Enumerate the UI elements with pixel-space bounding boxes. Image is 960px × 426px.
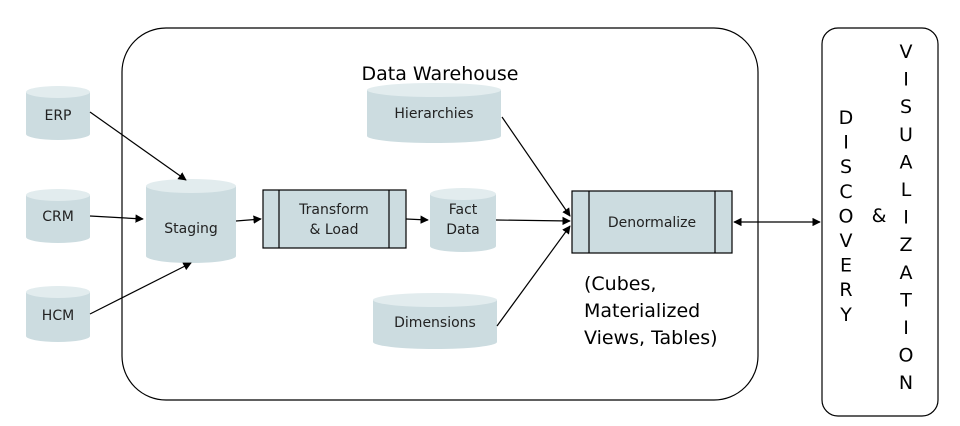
discovery-letter: I xyxy=(843,132,849,154)
visualization-letter: V xyxy=(900,41,913,63)
denormalize-box: Denormalize xyxy=(571,190,733,254)
staging-node: Staging xyxy=(146,179,236,263)
fact-data-node: Fact Data xyxy=(430,188,496,252)
hierarchies-label: Hierarchies xyxy=(394,106,473,122)
visualization-letter: I xyxy=(903,207,909,229)
transform-label-line1: Transform xyxy=(298,202,369,218)
staging-label: Staging xyxy=(164,221,218,237)
discovery-letter: Y xyxy=(839,304,852,326)
hierarchies-node: Hierarchies xyxy=(367,83,501,143)
denormalize-note: (Cubes, Materialized Views, Tables) xyxy=(584,273,718,349)
visualization-letter: N xyxy=(899,372,913,394)
arrow-crm-staging xyxy=(89,214,144,223)
denormalize-label: Denormalize xyxy=(608,215,696,231)
visualization-letter: A xyxy=(900,151,913,173)
arrow-erp-staging xyxy=(89,111,187,181)
visualization-letter: T xyxy=(899,289,912,311)
arrow-dimensions-denormalize xyxy=(496,225,571,327)
fact-label-line1: Fact xyxy=(449,202,478,218)
data-warehouse-container xyxy=(121,27,759,401)
ampersand: & xyxy=(872,205,887,227)
transform-label-line2: & Load xyxy=(310,222,359,238)
arrow-fact-denormalize xyxy=(495,216,571,226)
arrow-transform-fact xyxy=(405,215,429,224)
data-warehouse-title: Data Warehouse xyxy=(361,63,518,85)
erp-label: ERP xyxy=(44,108,71,124)
hcm-label: HCM xyxy=(42,308,74,324)
visualization-letter: O xyxy=(899,345,914,367)
visualization-letter: U xyxy=(899,124,913,146)
visualization-letter: I xyxy=(903,69,909,91)
discovery-letter: V xyxy=(840,230,853,252)
arrow-staging-transform xyxy=(235,215,262,224)
visualization-letter: L xyxy=(901,179,912,201)
discovery-letter: R xyxy=(839,279,852,301)
discovery-letter: O xyxy=(839,205,854,227)
dimensions-node: Dimensions xyxy=(373,293,497,349)
visualization-letter: A xyxy=(900,262,913,284)
dimensions-label: Dimensions xyxy=(394,315,476,331)
visualization-letter: S xyxy=(900,96,912,118)
discovery-visualization-panel xyxy=(821,27,939,417)
visualization-letter: Z xyxy=(899,234,912,256)
arrow-hcm-staging xyxy=(89,262,192,315)
arrow-hierarchies-denormalize xyxy=(501,116,571,217)
erp-source: ERP xyxy=(26,86,90,140)
note-line3: Views, Tables) xyxy=(584,327,718,349)
transform-load-box: Transform & Load xyxy=(262,189,407,249)
discovery-letter: C xyxy=(839,181,852,203)
discovery-letter: S xyxy=(840,156,852,178)
fact-label-line2: Data xyxy=(446,222,479,238)
discovery-letter: E xyxy=(840,255,852,277)
discovery-letter: D xyxy=(839,107,854,129)
visualization-letter: I xyxy=(903,317,909,339)
note-line1: (Cubes, xyxy=(584,273,656,295)
hcm-source: HCM xyxy=(26,286,90,342)
note-line2: Materialized xyxy=(584,300,700,322)
crm-source: CRM xyxy=(26,189,90,243)
crm-label: CRM xyxy=(42,209,74,225)
